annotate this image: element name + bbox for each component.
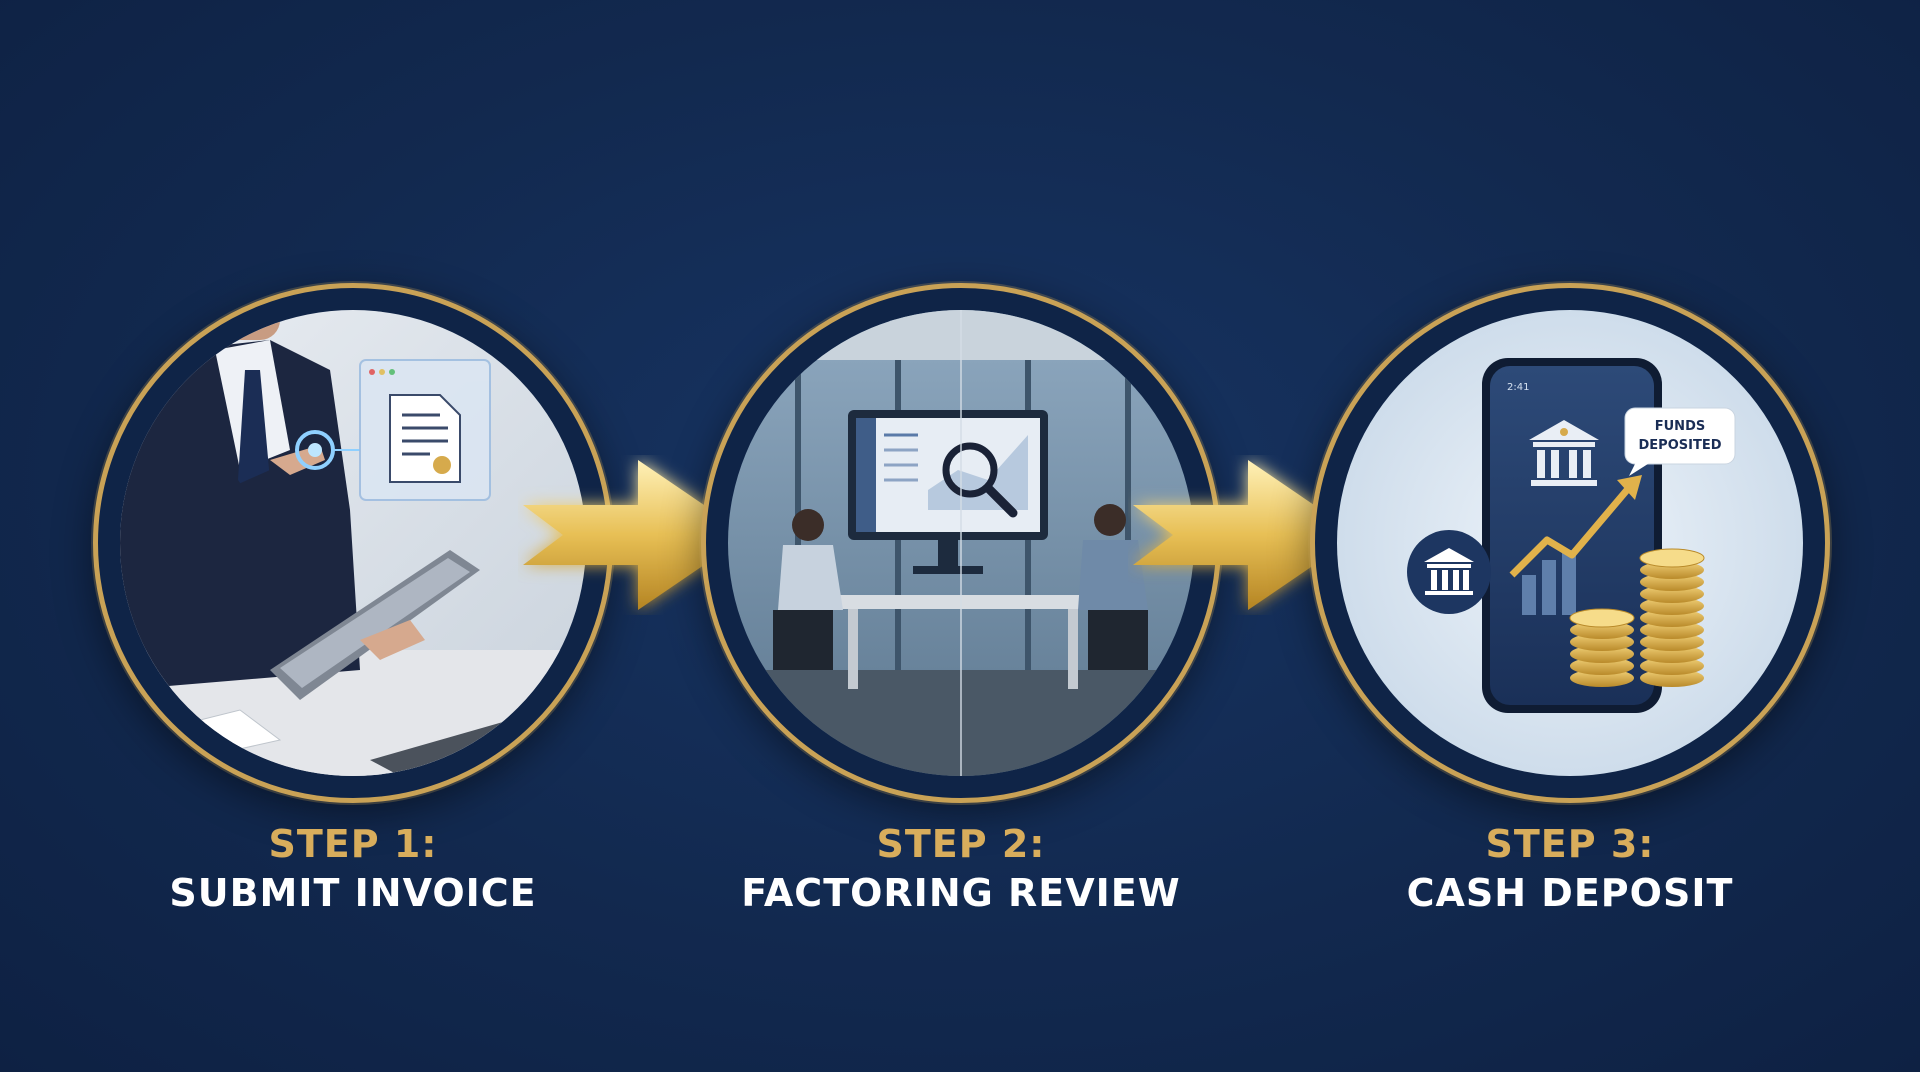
arrow-right-icon xyxy=(523,460,748,610)
coins-icon xyxy=(1569,548,1705,687)
factoring-review-illustration xyxy=(728,310,1194,776)
step-3-caption: STEP 3: CASH DEPOSIT xyxy=(1270,820,1870,918)
step-3-number: STEP 3: xyxy=(1485,822,1655,866)
step-1-number: STEP 1: xyxy=(268,822,438,866)
step-2-number: STEP 2: xyxy=(876,822,1046,866)
magnifier-icon xyxy=(942,442,1018,518)
badge-line-1: FUNDS xyxy=(1655,419,1705,434)
document-icon xyxy=(359,359,491,501)
badge-line-2: DEPOSITED xyxy=(1639,438,1722,453)
funds-deposited-badge: FUNDS DEPOSITED xyxy=(1624,407,1736,476)
cash-deposit-illustration: 2:41 FUNDS DEPOSITED xyxy=(1337,310,1803,776)
bank-icon xyxy=(1407,530,1491,614)
step-3-image: 2:41 FUNDS DEPOSITED xyxy=(1310,283,1830,803)
step-1-caption: STEP 1: SUBMIT INVOICE xyxy=(53,820,653,918)
growth-arrow-icon xyxy=(1509,475,1642,615)
phone-time: 2:41 xyxy=(1507,382,1529,393)
bank-icon xyxy=(1529,420,1599,486)
step-2-caption: STEP 2: FACTORING REVIEW xyxy=(661,820,1261,918)
step-3-title: CASH DEPOSIT xyxy=(1406,871,1734,915)
invoice-submission-illustration xyxy=(120,310,586,776)
step-2-title: FACTORING REVIEW xyxy=(741,871,1181,915)
arrow-right-icon xyxy=(1133,460,1358,610)
step-1-title: SUBMIT INVOICE xyxy=(169,871,537,915)
